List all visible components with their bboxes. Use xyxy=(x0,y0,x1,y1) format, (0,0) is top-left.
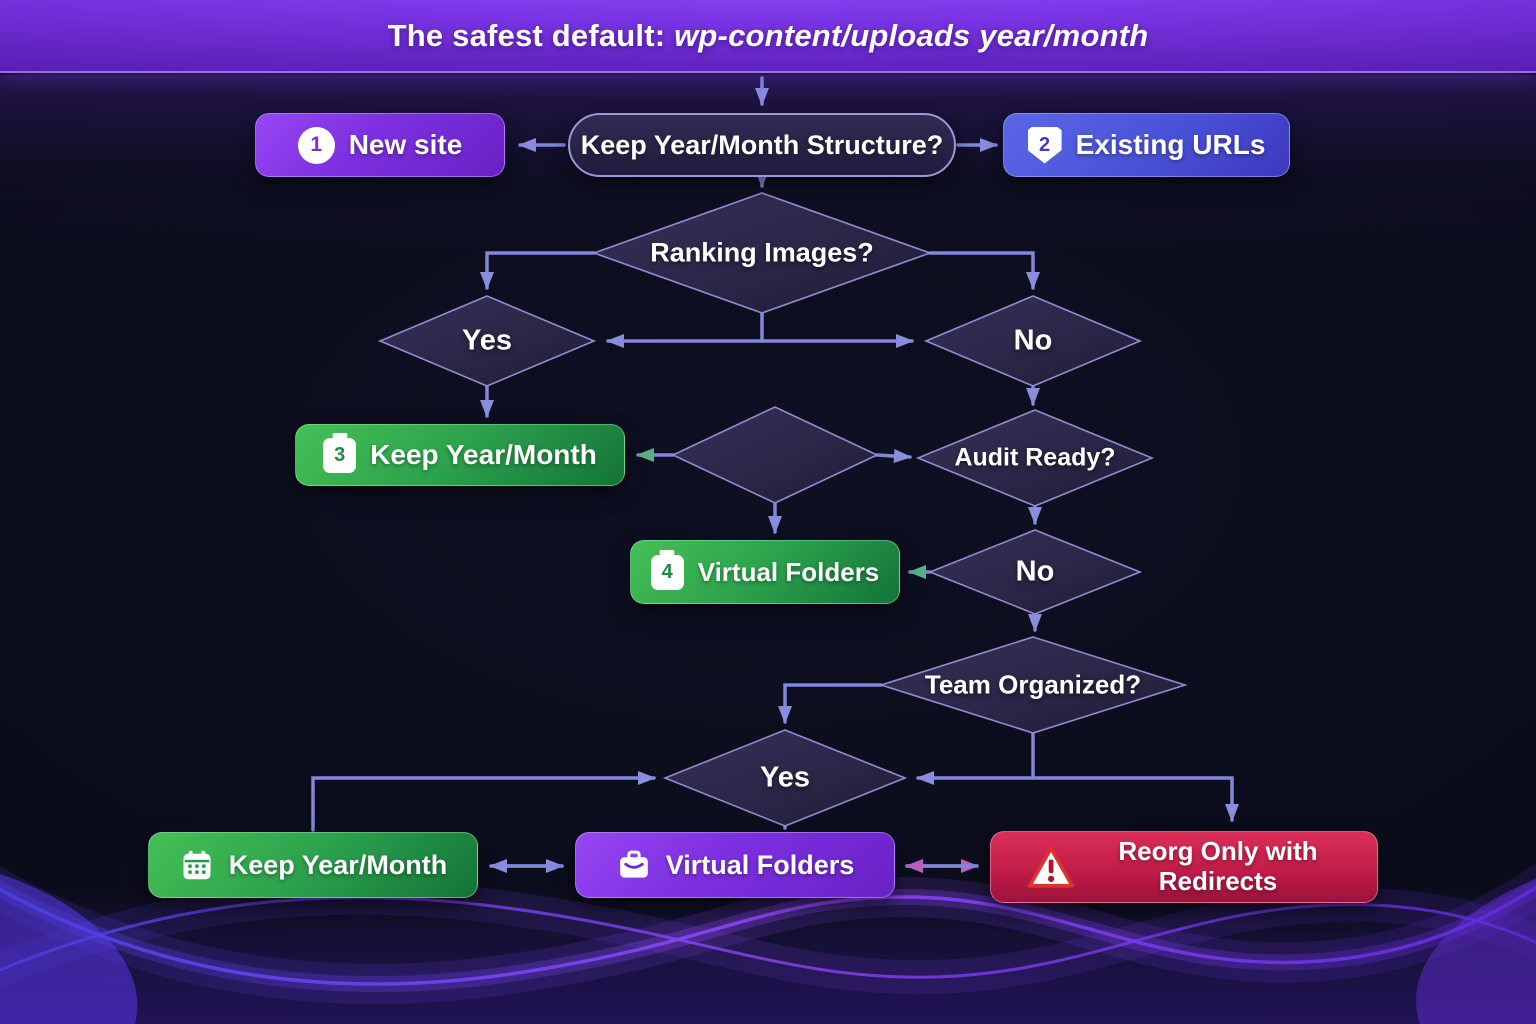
warning-icon xyxy=(1026,844,1076,890)
background-waves xyxy=(0,864,1536,1024)
page-title-path: wp-content/uploads year/month xyxy=(674,17,1149,53)
node-keep-year-month: 3 Keep Year/Month xyxy=(295,424,625,486)
step-4-badge: 4 xyxy=(650,554,684,590)
existing-urls-label: Existing URLs xyxy=(1075,129,1266,160)
reorg-redirects-label: Reorg Only with Redirects xyxy=(1118,836,1318,896)
ranking-no-label: No xyxy=(1013,324,1053,357)
briefcase-icon xyxy=(616,847,652,883)
audit-ready-label: Audit Ready? xyxy=(954,443,1116,472)
diamond-audit-ready xyxy=(915,409,1155,507)
team-yes-label: Yes xyxy=(760,761,810,794)
node-reorg-redirects: Reorg Only with Redirects xyxy=(990,831,1378,903)
final-keep-year-month-label: Keep Year/Month xyxy=(228,849,448,880)
diamond-ranking-images xyxy=(591,192,933,314)
page-title: The safest default: wp-content/uploads y… xyxy=(388,18,1149,54)
final-virtual-folders-label: Virtual Folders xyxy=(665,849,855,880)
node-new-site: 1 New site xyxy=(255,113,505,177)
diamond-ranking-no xyxy=(923,295,1143,387)
header: The safest default: wp-content/uploads y… xyxy=(0,0,1536,73)
audit-no-label: No xyxy=(1015,555,1055,588)
page-title-prefix: The safest default: xyxy=(387,17,675,53)
diamond-audit-no xyxy=(927,529,1143,615)
team-organized-label: Team Organized? xyxy=(924,669,1142,700)
step-1-badge: 1 xyxy=(297,126,335,164)
step-2-badge: 2 xyxy=(1027,126,1062,164)
ranking-images-label: Ranking Images? xyxy=(650,237,874,268)
keep-year-month-label: Keep Year/Month xyxy=(370,439,597,470)
structure-question-label: Keep Year/Month Structure? xyxy=(580,129,944,160)
node-existing-urls: 2 Existing URLs xyxy=(1003,113,1290,177)
calendar-icon xyxy=(179,847,215,883)
decision-diamonds xyxy=(377,192,1188,827)
diamond-team-yes xyxy=(662,729,908,827)
node-final-virtual-folders: Virtual Folders xyxy=(575,832,895,898)
node-final-keep-year-month: Keep Year/Month xyxy=(148,832,478,898)
step-3-badge: 3 xyxy=(323,437,357,473)
ranking-yes-label: Yes xyxy=(462,324,512,357)
diamond-ranking-yes xyxy=(377,295,597,387)
diamond-team-organized xyxy=(878,636,1188,734)
node-virtual-folders: 4 Virtual Folders xyxy=(630,540,900,604)
new-site-label: New site xyxy=(348,129,463,160)
node-structure-question: Keep Year/Month Structure? xyxy=(568,113,956,177)
diamond-junction xyxy=(671,406,879,504)
connector-lines xyxy=(311,76,1239,873)
virtual-folders-label: Virtual Folders xyxy=(697,556,880,587)
